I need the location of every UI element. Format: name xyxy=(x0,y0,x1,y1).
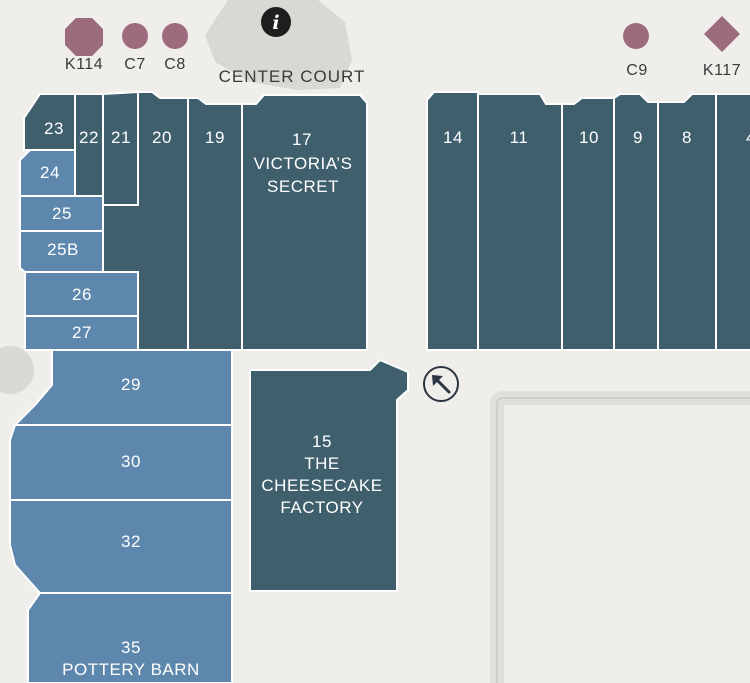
store-20-number: 20 xyxy=(152,128,172,147)
store-19-number: 19 xyxy=(205,128,225,147)
center-court-info-point[interactable]: i xyxy=(261,7,291,37)
store-9-number: 9 xyxy=(633,128,643,147)
store-8-number: 8 xyxy=(682,128,692,147)
store-30-number: 30 xyxy=(121,452,141,471)
store-17-name-line2: SECRET xyxy=(267,177,339,196)
store-29[interactable]: 29 xyxy=(12,349,233,426)
center-court-label: CENTER COURT xyxy=(219,67,366,86)
store-25b[interactable]: 25B xyxy=(19,230,104,273)
store-22[interactable]: 22 xyxy=(74,93,104,197)
kiosk-c9[interactable]: C9 xyxy=(623,23,649,79)
store-25[interactable]: 25 xyxy=(19,195,104,232)
store-26-number: 26 xyxy=(72,285,92,304)
arrow-up-left-icon xyxy=(432,375,451,394)
store-14-number: 14 xyxy=(443,128,463,147)
kiosk-c9-label: C9 xyxy=(626,62,647,79)
store-10[interactable]: 10 xyxy=(561,97,615,351)
store-17-victorias-secret[interactable]: 17 VICTORIA’S SECRET xyxy=(241,94,368,351)
kiosk-k114-label: K114 xyxy=(65,56,103,73)
info-icon[interactable] xyxy=(261,7,291,37)
store-4[interactable]: 4 xyxy=(715,93,750,351)
store-15-name-line2: CHEESECAKE xyxy=(261,476,382,495)
store-22-number: 22 xyxy=(79,128,99,147)
kiosk-c8[interactable]: C8 xyxy=(162,23,188,73)
kiosk-k117[interactable]: K117 xyxy=(703,16,741,79)
store-24[interactable]: 24 xyxy=(19,149,76,197)
store-21[interactable]: 21 xyxy=(102,90,139,206)
store-9[interactable]: 9 xyxy=(613,93,659,351)
store-17-number: 17 xyxy=(292,130,312,149)
store-15-the-cheesecake-factory[interactable]: 15 THE CHEESECAKE FACTORY xyxy=(249,358,409,592)
kiosk-k117-label: K117 xyxy=(703,62,741,79)
store-24-number: 24 xyxy=(40,163,60,182)
store-32-number: 32 xyxy=(121,532,141,551)
store-10-number: 10 xyxy=(579,128,599,147)
center-court-structure xyxy=(205,0,352,90)
store-35-name: POTTERY BARN xyxy=(62,660,200,679)
store-15-number: 15 xyxy=(312,432,332,451)
store-23[interactable]: 23 xyxy=(23,93,76,151)
store-23-number: 23 xyxy=(44,119,64,138)
info-icon-glyph: i xyxy=(272,12,279,34)
store-11-number: 11 xyxy=(510,128,529,147)
kiosk-c8-label: C8 xyxy=(164,56,185,73)
kiosk-k114[interactable]: K114 xyxy=(65,18,103,73)
store-17-name-line1: VICTORIA’S xyxy=(254,154,353,173)
store-4-number: 4 xyxy=(746,128,750,147)
store-25b-number: 25B xyxy=(47,240,79,259)
store-11[interactable]: 11 xyxy=(477,93,563,351)
store-8[interactable]: 8 xyxy=(657,93,717,351)
kiosk-c7[interactable]: C7 xyxy=(122,23,148,73)
store-26[interactable]: 26 xyxy=(24,271,139,317)
parking-area-outline xyxy=(490,391,750,683)
store-29-number: 29 xyxy=(121,375,141,394)
store-35-number: 35 xyxy=(121,638,141,657)
store-35-pottery-barn[interactable]: 35 POTTERY BARN xyxy=(27,592,233,683)
store-14[interactable]: 14 xyxy=(426,91,479,351)
entrance-marker[interactable] xyxy=(423,366,459,402)
left-fountain-decoration xyxy=(0,346,34,394)
store-15-name-line3: FACTORY xyxy=(280,498,363,517)
store-27[interactable]: 27 xyxy=(24,315,139,351)
store-32[interactable]: 32 xyxy=(9,499,233,594)
store-21-number: 21 xyxy=(111,128,131,147)
store-15-name-line1: THE xyxy=(304,454,340,473)
store-27-number: 27 xyxy=(72,323,92,342)
store-19[interactable]: 19 xyxy=(187,97,243,351)
store-30[interactable]: 30 xyxy=(9,424,233,501)
kiosk-c7-label: C7 xyxy=(124,56,145,73)
store-25-number: 25 xyxy=(52,204,72,223)
